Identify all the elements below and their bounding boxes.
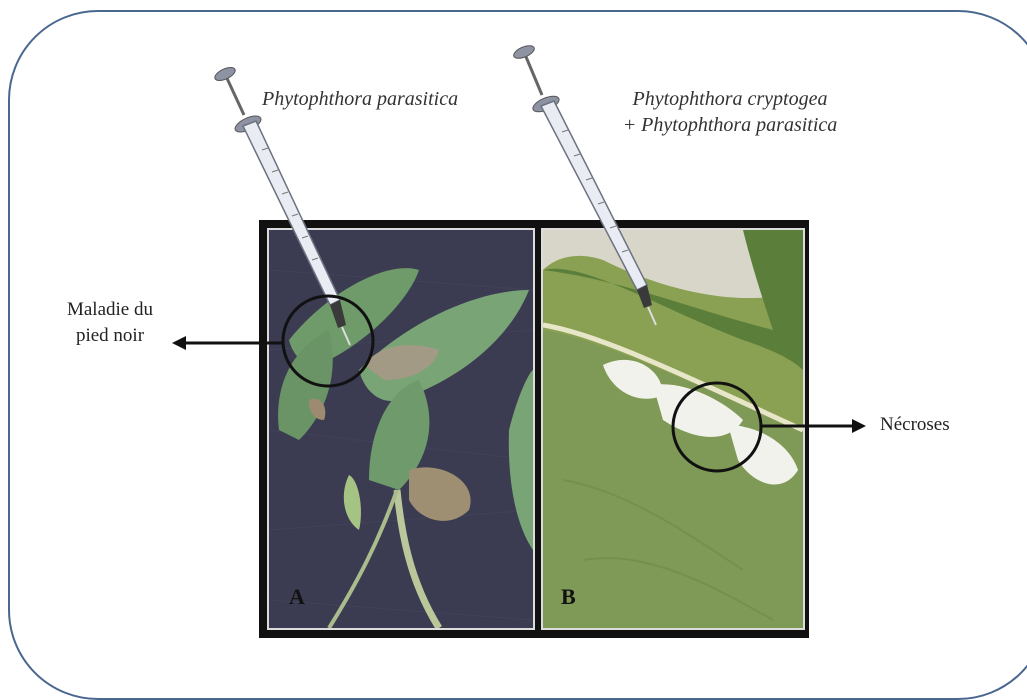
panel-a-label: A: [289, 584, 305, 610]
pathogen-a-label: Phytophthora parasitica: [262, 86, 458, 112]
panel-b-label: B: [561, 584, 576, 610]
symptom-a-label: Maladie du pied noir: [30, 297, 190, 349]
pathogen-b-line2: + Phytophthora parasitica: [580, 112, 880, 138]
symptom-b-label: Nécroses: [880, 412, 950, 438]
pathogen-b-line1: Phytophthora cryptogea: [580, 86, 880, 112]
photo-panels: A B: [259, 220, 809, 638]
symptom-a-line1: Maladie du: [30, 297, 190, 323]
photo-divider: [535, 224, 541, 634]
photo-b: B: [541, 228, 805, 630]
photo-a: A: [267, 228, 535, 630]
pathogen-b-label: Phytophthora cryptogea + Phytophthora pa…: [580, 86, 880, 138]
symptom-a-line2: pied noir: [30, 323, 190, 349]
